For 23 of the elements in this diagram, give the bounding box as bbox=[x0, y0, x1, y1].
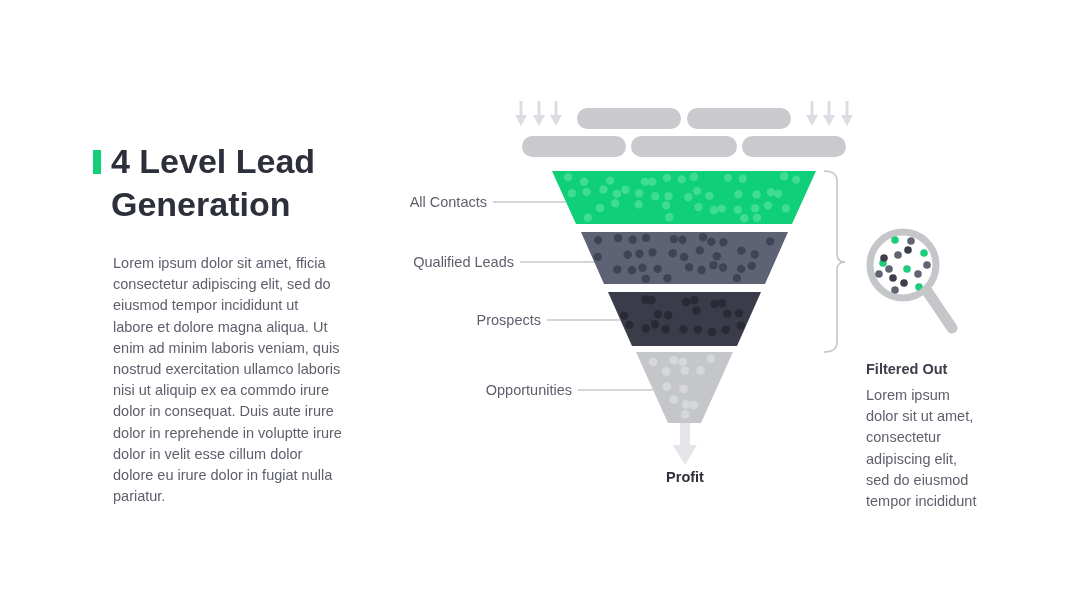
funnel-band bbox=[552, 171, 816, 224]
stage-label: Opportunities bbox=[485, 381, 572, 399]
funnel-band bbox=[608, 292, 761, 346]
slide-title: 4 Level Lead Generation bbox=[111, 141, 317, 225]
leader-line bbox=[519, 261, 596, 263]
tag-pill bbox=[742, 136, 846, 157]
section-heading: Filtered Out bbox=[866, 360, 949, 378]
body-text: Lorem ipsum dolor sit amet, fficia consectetur adipiscing elit, sed do eiusmod tempor incididunt ut labore et dolore magna aliqua. Ut enim ad minim laboris veniam, quis nostrud exercitation ullamco laboris nisi ut aliquip ex ea commdo irure dolor in consequat. Duis aute irure dolor in reprehende in voluptte irure dolor in velit esse cillum dolor dolore eu irure dolor in fugiat nulla pariatur. bbox=[113, 254, 342, 507]
stage-label: All Contacts bbox=[409, 193, 487, 211]
stage-label: Prospects bbox=[476, 311, 541, 329]
funnel-band bbox=[581, 232, 788, 284]
arrow bbox=[673, 423, 697, 466]
tag-pill bbox=[522, 136, 626, 157]
tag-pill bbox=[577, 108, 681, 129]
body-text: Lorem ipsum dolor sit ut amet, consectetur adipiscing elit, sed do eiusmod tempor incididunt bbox=[866, 386, 978, 511]
stage-label: Profit bbox=[666, 468, 704, 486]
leader-line bbox=[546, 319, 622, 321]
leader-line bbox=[577, 389, 654, 391]
tag-pill bbox=[687, 108, 791, 129]
tag-pill bbox=[631, 136, 737, 157]
stage-label: Qualified Leads bbox=[413, 253, 514, 271]
leader-line bbox=[492, 201, 567, 203]
funnel-band bbox=[636, 352, 733, 423]
